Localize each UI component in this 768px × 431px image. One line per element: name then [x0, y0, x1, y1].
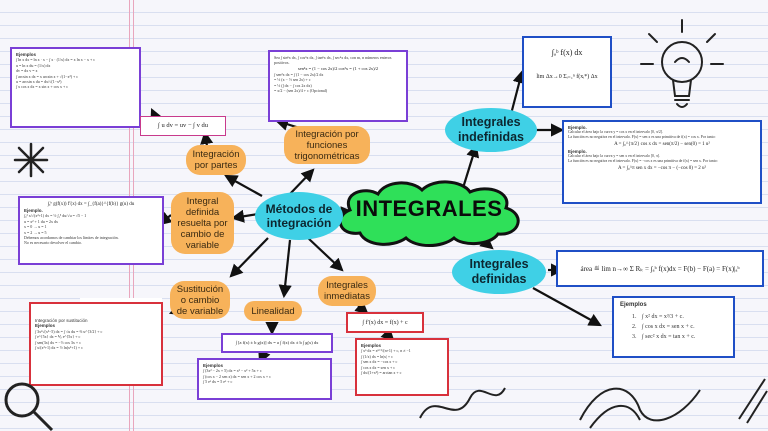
example-line: ∫ sen x dx = −cos x + c [361, 359, 398, 365]
scribble-star-icon [13, 142, 49, 178]
card-heading: Ejemplo. [24, 208, 43, 213]
card-heading: Ejemplos [620, 302, 647, 308]
card-heading: Ejemplo. [568, 149, 587, 154]
formula-partes: ∫ u dv = uv − ∫ v du [158, 122, 208, 129]
trig-line: = ½ (∫ dx − ∫ cos 2x dx) [274, 82, 312, 88]
trig-identity: sen²x = (1 − cos 2x)/2 cos²x = (1 + cos … [297, 65, 379, 71]
method-sustitucion[interactable]: Sustitución o cambio de variable [170, 281, 230, 319]
card-heading: Ejemplos [16, 52, 37, 57]
card-partes-formula: ∫ u dv = uv − ∫ v du [140, 116, 226, 136]
example-item: 2. ∫ cos x dx = sen x + c. [620, 322, 727, 332]
card-linealidad-formula: ∫ [a f(x) ± b g(x)] dx = a ∫ f(x) dx ± b… [221, 333, 333, 353]
example-result: A = ∫₀^π sen x dx = −cos π − (−cos 0) = … [617, 166, 707, 171]
example-line: La función es no negativa en el interval… [568, 135, 716, 139]
example-line: u = x² + 1 du = 2x dx [24, 218, 58, 224]
example-line: ∫ x² dx = x³/3 + c. [642, 314, 684, 321]
example-line: ∫ x cos x dx = x sin x + cos x + c [16, 84, 68, 90]
example-number: 2. [632, 324, 637, 331]
method-linealidad[interactable]: Linealidad [244, 301, 302, 321]
formula-area-definida: área ≝ lim n→∞ Σ Rₖ = ∫ₐᵇ f(x)dx = F(b) … [580, 264, 740, 273]
example-line: ∫ sec² x dx = tan x + c. [642, 334, 696, 341]
hub-integrales-definidas[interactable]: Integrales definidas [452, 250, 546, 294]
card-heading: Ejemplo. [568, 125, 587, 130]
example-line: ∫ e^{5x} dx = ⅕ e^{5x} + c [35, 334, 81, 340]
main-title: INTEGRALES [355, 196, 503, 221]
card-indefinidas-formula: ∫ₐᵇ f(x) dx lim Δx→0 Σᵢ₌₁ⁿ f(xᵢ*) Δx [522, 36, 612, 108]
example-number: 1. [632, 314, 637, 321]
card-partes-examples: Ejemplos ∫ ln x dx = ln x · x − ∫ x · (1… [10, 47, 141, 128]
main-title-cloud [338, 180, 520, 247]
example-line: ∫ dx/(1+x²) = arctan x + c [361, 370, 402, 376]
example-line: ∫ cos x dx = sen x + c. [642, 324, 695, 331]
card-definidas-formula: área ≝ lim n→∞ Σ Rₖ = ∫ₐᵇ f(x)dx = F(b) … [556, 250, 764, 287]
example-line: u = arcsin x du = dx/√(1−x²) [16, 79, 62, 85]
example-line: x = 0 → u = 1 [24, 224, 47, 230]
trig-header: Sea ∫ sinⁿx dx, ∫ cosⁿx dx, ∫ tanⁿx dx, … [274, 55, 392, 66]
formula-integral-ab: ∫ₐᵇ f(x) dx [551, 48, 583, 57]
magnifier-doodle-icon [4, 382, 54, 431]
example-line: ∫ (cos x − 2 sen x) dx = sen x + 2 cos x… [203, 373, 271, 379]
card-heading: Ejemplos [35, 323, 56, 329]
card-heading: Ejemplos [361, 343, 382, 348]
example-line: ∫ (3x² − 2x + 5) dx = x³ − x² + 5x + c [203, 368, 262, 374]
lines-doodle [738, 378, 768, 424]
example-line: ∫ xⁿ dx = xⁿ⁺¹/(n+1) + c, n ≠ −1 [361, 348, 411, 354]
example-item: 1. ∫ x² dx = x³/3 + c. [620, 312, 727, 322]
example-line: x = 2 → u = 5 [24, 229, 47, 235]
card-heading: Ejemplos [203, 363, 224, 368]
formula-cambio-limites: ∫ₐᵇ g(f(x)) f′(x) dx = ∫_{f(a)}^{f(b)} g… [47, 202, 135, 207]
example-line: ∫₀² x/√(x²+1) dx = ½ ∫₁⁵ du/√u = √5 − 1 [24, 213, 87, 219]
hub-integrales-indefinidas[interactable]: Integrales indefinidas [445, 108, 537, 152]
example-result: A = ∫₀^{π/2} cos x dx = sen(π/2) − sen(0… [614, 142, 710, 147]
method-funciones-trigonometricas[interactable]: Integración por funciones trigonométrica… [284, 126, 370, 164]
trig-line: ∫ sen²x dx = ∫ (1 − cos 2x)/2 dx [274, 71, 324, 77]
example-line: Calcular el área bajo la curva y = sen x… [568, 154, 660, 158]
example-line: ∫ (1/x) dx = ln|x| + c [361, 353, 393, 359]
trig-line: = x/2 − (sen 2x)/4 + c (Opcional) [274, 88, 328, 94]
example-line: ∫ sen(3x) dx = −⅓ cos 3x + c [35, 339, 81, 345]
example-line: ∫ 3x²√(x³−5) dx = ∫ √u du = ⅔ u^{3/2} + … [35, 328, 103, 334]
note-line: Debemos acordarnos de cambiar los límite… [24, 235, 119, 241]
method-integrales-inmediatas[interactable]: Integrales inmediatas [318, 276, 376, 306]
method-integracion-partes[interactable]: Integración por partes [186, 145, 246, 175]
formula-inmediatas: ∫ f′(x) dx = f(x) + c [362, 319, 408, 326]
card-subtitle: Integración por sustitución [35, 318, 88, 323]
spiral-doodle [579, 387, 701, 429]
hub-metodos-integracion[interactable]: Métodos de integración [255, 192, 343, 240]
card-indefinidas-examples: Ejemplo. Calcular el área bajo la curva … [562, 120, 762, 204]
card-inmediatas-formula: ∫ f′(x) dx = f(x) + c [346, 312, 424, 333]
note-line: No es necesario devolver el cambio. [24, 240, 82, 246]
example-line: ∫ cos x dx = sen x + c [361, 364, 396, 370]
example-line: u = ln x du = (1/x) dx [16, 62, 51, 68]
card-trig-identities: Sea ∫ sinⁿx dx, ∫ cosⁿx dx, ∫ tanⁿx dx, … [268, 50, 408, 122]
example-line: Calcular el área bajo la curva y = cos x… [568, 130, 663, 134]
example-line: ∫ 5 eˣ dx = 5 eˣ + c [203, 379, 233, 385]
card-linealidad-examples: Ejemplos ∫ (3x² − 2x + 5) dx = x³ − x² +… [197, 358, 332, 400]
example-line: ∫ x/(x²+1) dx = ½ ln(x²+1) + c [35, 345, 83, 351]
example-line: ∫ ln x dx = ln x · x − ∫ x · (1/x) dx = … [16, 57, 96, 63]
formula-riemann-limit: lim Δx→0 Σᵢ₌₁ⁿ f(xᵢ*) Δx [536, 74, 598, 80]
example-line: La función es no negativa en el interval… [568, 159, 718, 163]
card-definidas-examples: Ejemplos 1. ∫ x² dx = x³/3 + c. 2. ∫ cos… [612, 296, 735, 358]
lightbulb-icon [640, 19, 724, 108]
method-definida-cambio-variable[interactable]: Integral definida resuelta por cambio de… [171, 192, 234, 254]
example-line: dv = dx v = x [16, 68, 38, 74]
example-item: 3. ∫ sec² x dx = tan x + c. [620, 332, 727, 342]
card-definida-cambio-variable: ∫ₐᵇ g(f(x)) f′(x) dx = ∫_{f(a)}^{f(b)} g… [18, 196, 164, 265]
scribble-doodle [419, 387, 506, 419]
card-inmediatas-examples: Ejemplos ∫ xⁿ dx = xⁿ⁺¹/(n+1) + c, n ≠ −… [355, 338, 449, 396]
example-number: 3. [632, 334, 637, 341]
formula-linealidad: ∫ [a f(x) ± b g(x)] dx = a ∫ f(x) dx ± b… [235, 340, 319, 345]
trig-line: = ½ (x − ½ sen 2x) + c [274, 77, 311, 83]
card-sustitucion-examples: Integración por sustitución Ejemplos ∫ 3… [29, 302, 163, 386]
example-line: ∫ arcsin x dx = x arcsin x + √(1−x²) + c [16, 73, 79, 79]
